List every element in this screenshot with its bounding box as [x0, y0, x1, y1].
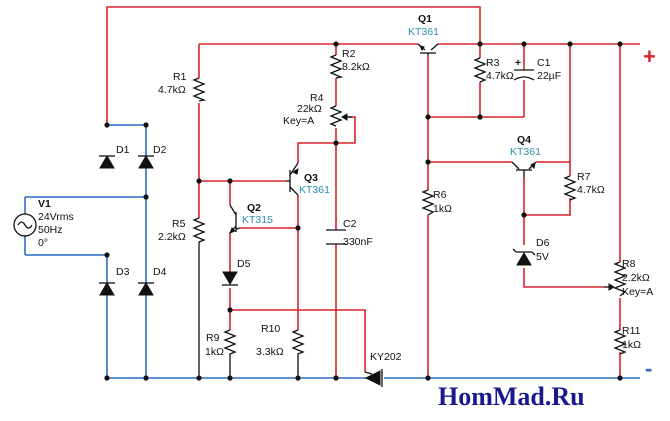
transistor-q1-symbol	[417, 43, 439, 56]
c1-ref: C1	[537, 57, 551, 69]
r2-ref: R2	[342, 48, 356, 60]
q1-model: KT361	[408, 26, 439, 38]
q4-model: KT361	[510, 146, 541, 158]
r4-ref: R4	[310, 92, 324, 104]
r4-key: Key=A	[283, 115, 314, 127]
resistor-r10-symbol	[291, 329, 305, 378]
resistor-r7-symbol	[563, 175, 577, 201]
q3-ref: Q3	[304, 172, 318, 184]
d5-ref: D5	[237, 258, 251, 270]
r8-ref: R8	[622, 258, 636, 270]
q1-ref: Q1	[418, 13, 432, 25]
r3-value: 4.7kΩ	[486, 70, 514, 82]
transistor-q2-symbol	[229, 204, 241, 234]
d1-ref: D1	[116, 144, 130, 156]
v1-phase: 0°	[38, 237, 48, 249]
d4-ref: D4	[153, 266, 167, 278]
r7-value: 4.7kΩ	[577, 184, 605, 196]
transistor-q3-symbol	[286, 162, 299, 196]
r5-ref: R5	[172, 218, 186, 230]
q2-model: KT315	[242, 214, 273, 226]
r9-value: 1kΩ	[205, 346, 224, 358]
diode-d6-symbol	[512, 248, 536, 266]
resistor-r9-symbol	[223, 329, 237, 378]
resistor-r6-symbol	[421, 189, 435, 216]
diode-d5-symbol	[222, 271, 238, 286]
resistor-r4-symbol	[329, 105, 352, 127]
capacitor-c1-symbol: +	[513, 57, 535, 81]
c2-ref: C2	[343, 218, 357, 230]
r10-value: 3.3kΩ	[256, 346, 284, 358]
negative-terminal: -	[645, 356, 652, 381]
diode-d2-symbol	[138, 155, 154, 169]
r10-ref: R10	[261, 323, 280, 335]
resistor-r5-symbol	[192, 217, 206, 378]
r8-key: Key=A	[622, 286, 653, 298]
junction-dots	[104, 41, 623, 381]
v1-ref: V1	[38, 198, 51, 210]
r1-value: 4.7kΩ	[158, 84, 186, 96]
resistor-r2-symbol	[329, 54, 344, 79]
r11-ref: R11	[622, 325, 641, 337]
q3-model: KT361	[299, 184, 330, 196]
thyristor-ref: KY202	[370, 351, 402, 363]
c2-value: 330nF	[343, 236, 373, 248]
resistor-r3-symbol	[473, 57, 487, 83]
watermark-text: HomMad.Ru	[438, 382, 585, 411]
svg-text:+: +	[515, 57, 521, 69]
r6-value: 1kΩ	[433, 203, 452, 215]
resistor-r11-symbol	[613, 329, 627, 355]
r2-value: 8.2kΩ	[342, 61, 370, 73]
diode-d3-symbol	[99, 282, 115, 296]
resistor-r8-symbol	[604, 261, 627, 297]
r7-ref: R7	[577, 171, 591, 183]
d6-value: 5V	[536, 251, 549, 263]
d6-ref: D6	[536, 237, 550, 249]
r1-ref: R1	[173, 71, 187, 83]
d3-ref: D3	[116, 266, 130, 278]
q4-ref: Q4	[517, 134, 531, 146]
transistor-q4-symbol	[511, 161, 537, 178]
resistor-r1-symbol	[192, 77, 207, 102]
r4-value: 22kΩ	[297, 103, 322, 115]
ac-source-v1-symbol	[13, 213, 37, 237]
thyristor-ky202-symbol	[364, 369, 383, 387]
r6-ref: R6	[433, 189, 447, 201]
r11-value: 1kΩ	[622, 339, 641, 351]
r5-value: 2.2kΩ	[158, 231, 186, 243]
r8-value: 2.2kΩ	[622, 272, 650, 284]
capacitor-c2-symbol	[326, 229, 346, 245]
c1-value: 22µF	[537, 70, 561, 82]
d2-ref: D2	[153, 144, 167, 156]
q2-ref: Q2	[247, 202, 261, 214]
positive-wires	[106, 6, 640, 378]
positive-terminal: +	[643, 44, 656, 69]
diode-d4-symbol	[138, 282, 154, 296]
r3-ref: R3	[486, 57, 500, 69]
component-labels: Q1 KT361 Q3 KT361 Q2 KT315 Q4 KT361 R1 4…	[38, 13, 653, 363]
diode-d1-symbol	[99, 155, 115, 169]
v1-value: 24Vrms	[38, 211, 74, 223]
r9-ref: R9	[206, 332, 220, 344]
v1-freq: 50Hz	[38, 224, 63, 236]
